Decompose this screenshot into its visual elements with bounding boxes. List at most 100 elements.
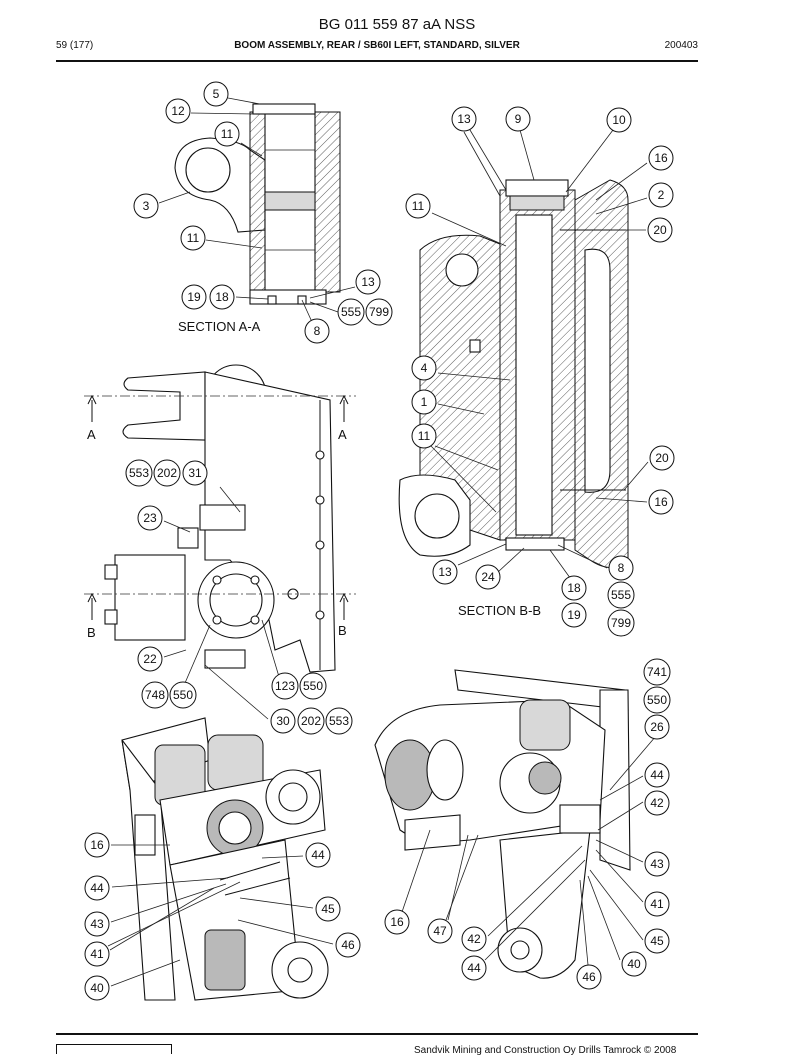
svg-text:26: 26	[650, 720, 664, 734]
sandvik-logo	[56, 1044, 172, 1054]
callout-9: 9	[505, 106, 531, 132]
svg-text:10: 10	[612, 113, 626, 127]
callout-555: 555	[607, 581, 635, 609]
callout-46: 46	[335, 932, 361, 958]
svg-text:202: 202	[301, 714, 321, 728]
callout-11: 11	[405, 193, 431, 219]
callout-18: 18	[561, 575, 587, 601]
svg-text:1: 1	[421, 395, 428, 409]
svg-text:8: 8	[314, 324, 321, 338]
svg-text:44: 44	[90, 881, 104, 895]
svg-text:43: 43	[650, 857, 664, 871]
callout-123: 123	[271, 672, 299, 700]
callouts-bottom-right: 741 550 26 44 42 43 41 16 47 42 45 44 40…	[384, 658, 671, 990]
leader-lines	[107, 97, 657, 987]
svg-text:45: 45	[321, 902, 335, 916]
svg-text:44: 44	[650, 768, 664, 782]
cut-marker-a-left: A	[87, 427, 96, 442]
svg-text:18: 18	[567, 581, 581, 595]
svg-text:550: 550	[173, 688, 193, 702]
callout-24: 24	[475, 564, 501, 590]
svg-text:550: 550	[303, 679, 323, 693]
svg-text:46: 46	[341, 938, 355, 952]
svg-text:43: 43	[90, 917, 104, 931]
callout-11: 11	[411, 423, 437, 449]
callout-202: 202	[297, 707, 325, 735]
callout-19: 19	[181, 284, 207, 310]
svg-text:553: 553	[129, 466, 149, 480]
svg-text:40: 40	[627, 957, 641, 971]
svg-text:46: 46	[582, 970, 596, 984]
callout-30: 30	[270, 708, 296, 734]
svg-text:23: 23	[143, 511, 157, 525]
callout-23: 23	[137, 505, 163, 531]
callout-5: 5	[203, 81, 229, 107]
callout-19: 19	[561, 602, 587, 628]
cut-marker-b-right: B	[338, 623, 347, 638]
callout-44: 44	[461, 955, 487, 981]
svg-text:202: 202	[157, 466, 177, 480]
callout-16: 16	[384, 909, 410, 935]
svg-text:41: 41	[650, 897, 664, 911]
svg-text:42: 42	[467, 932, 481, 946]
callout-1: 1	[411, 389, 437, 415]
svg-text:2: 2	[658, 188, 665, 202]
document-title: BG 011 559 87 aA NSS	[318, 16, 476, 33]
callout-2: 2	[648, 182, 674, 208]
svg-text:3: 3	[143, 199, 150, 213]
svg-text:41: 41	[90, 947, 104, 961]
svg-text:799: 799	[369, 305, 389, 319]
callouts-middle-left: 553 202 31 23 22 748 550 123 550 30 202 …	[125, 459, 353, 735]
svg-text:13: 13	[438, 565, 452, 579]
callout-550: 550	[169, 681, 197, 709]
svg-text:13: 13	[361, 275, 375, 289]
svg-text:42: 42	[650, 796, 664, 810]
footer-rule	[56, 1033, 698, 1035]
cut-marker-b-left: B	[87, 625, 96, 640]
svg-text:4: 4	[421, 361, 428, 375]
callouts-top-right: 13 9 10 16 2 11 20 4 1 11 20 16 8 13 24 …	[405, 106, 675, 637]
callout-42: 42	[461, 926, 487, 952]
svg-text:20: 20	[653, 223, 667, 237]
isometric-view-right	[374, 669, 631, 979]
svg-text:24: 24	[481, 570, 495, 584]
svg-text:44: 44	[467, 961, 481, 975]
callout-43: 43	[644, 851, 670, 877]
callout-40: 40	[84, 975, 110, 1001]
callout-16: 16	[84, 832, 110, 858]
svg-text:12: 12	[171, 104, 185, 118]
svg-text:22: 22	[143, 652, 157, 666]
callout-44: 44	[305, 842, 331, 868]
svg-text:31: 31	[188, 466, 202, 480]
svg-text:741: 741	[647, 665, 667, 679]
callout-550: 550	[299, 672, 327, 700]
isometric-view-left	[121, 717, 329, 1001]
callout-26: 26	[644, 714, 670, 740]
svg-text:9: 9	[515, 112, 522, 126]
svg-text:748: 748	[145, 688, 165, 702]
document-code: 200403	[664, 40, 698, 51]
callout-3: 3	[133, 193, 159, 219]
callout-44: 44	[84, 875, 110, 901]
svg-text:550: 550	[647, 693, 667, 707]
svg-text:123: 123	[275, 679, 295, 693]
svg-text:20: 20	[655, 451, 669, 465]
callout-16: 16	[648, 145, 674, 171]
svg-text:11: 11	[418, 429, 431, 443]
callout-20: 20	[647, 217, 673, 243]
callout-42: 42	[644, 790, 670, 816]
callout-799: 799	[365, 298, 393, 326]
section-bb-label: SECTION B-B	[458, 603, 541, 618]
callout-741: 741	[643, 658, 671, 686]
svg-text:16: 16	[654, 151, 668, 165]
callout-44: 44	[644, 762, 670, 788]
callout-553: 553	[125, 459, 153, 487]
callout-31: 31	[182, 460, 208, 486]
cut-marker-a-right: A	[338, 427, 347, 442]
callout-799: 799	[607, 609, 635, 637]
callout-4: 4	[411, 355, 437, 381]
callout-43: 43	[84, 911, 110, 937]
callout-11: 11	[214, 121, 240, 147]
callout-8: 8	[304, 318, 330, 344]
callout-45: 45	[644, 928, 670, 954]
